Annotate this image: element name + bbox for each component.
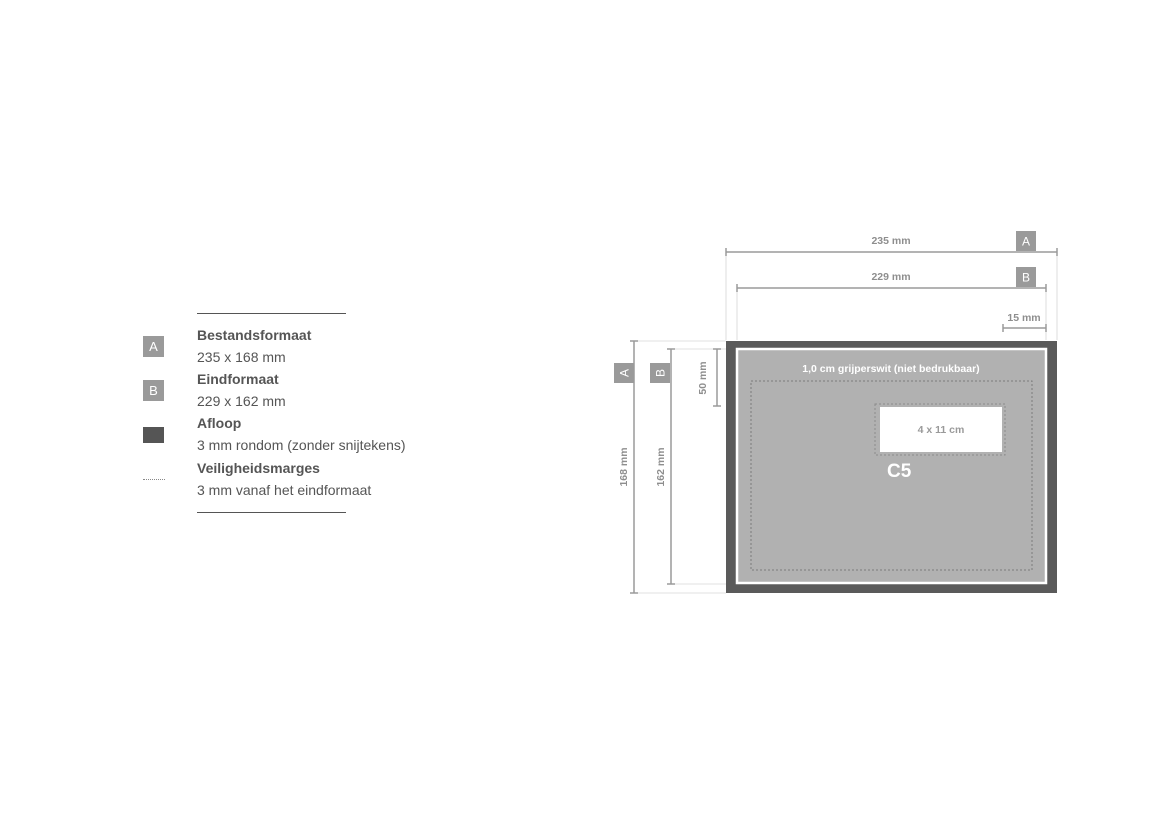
legend-badge-a: A	[143, 336, 164, 357]
height-a-label: 168 mm	[618, 447, 630, 486]
badge-b-top-label: B	[1022, 271, 1030, 285]
margin-label: 15 mm	[1007, 312, 1040, 324]
window-top-label: 50 mm	[697, 361, 709, 394]
grip-label: 1,0 cm grijperswit (niet bedrukbaar)	[802, 363, 979, 375]
width-b-label: 229 mm	[871, 271, 910, 283]
envelope-window	[880, 407, 1002, 452]
legend-swatch-afloop	[143, 427, 164, 443]
legend-value-veiligheidsmarges: 3 mm vanaf het eindformaat	[197, 482, 372, 498]
guide-lines	[634, 252, 1058, 594]
window-safety-line	[874, 403, 1006, 456]
legend-dotted-line-icon	[143, 479, 165, 480]
badge-a-top-label: A	[1022, 235, 1030, 249]
badge-b-top	[1016, 267, 1036, 287]
window-label: 4 x 11 cm	[918, 424, 965, 436]
badge-b-side-label: B	[654, 369, 668, 377]
trim-area	[735, 347, 1048, 585]
height-b-label: 162 mm	[655, 447, 667, 486]
legend-title-eindformaat: Eindformaat	[197, 371, 279, 387]
legend-title-bestandsformaat: Bestandsformaat	[197, 327, 312, 343]
width-a-label: 235 mm	[871, 235, 910, 247]
badge-a-top	[1016, 231, 1036, 251]
safety-margin-line	[750, 380, 1033, 571]
legend-title-veiligheidsmarges: Veiligheidsmarges	[197, 460, 320, 476]
legend-top-rule	[197, 313, 346, 314]
legend-bottom-rule	[197, 512, 346, 513]
legend-value-eindformaat: 229 x 162 mm	[197, 393, 286, 409]
badge-a-side-label: A	[618, 369, 632, 377]
legend-badge-b: B	[143, 380, 164, 401]
legend-title-afloop: Afloop	[197, 415, 242, 431]
horizontal-dimensions	[725, 248, 1058, 332]
badge-b-side	[650, 363, 670, 383]
badge-a-side	[614, 363, 634, 383]
legend-value-bestandsformaat: 235 x 168 mm	[197, 349, 286, 365]
legend: A Bestandsformaat 235 x 168 mm B Eindfor…	[0, 0, 560, 827]
format-label: C5	[887, 461, 912, 482]
legend-value-afloop: 3 mm rondom (zonder snijtekens)	[197, 437, 406, 453]
